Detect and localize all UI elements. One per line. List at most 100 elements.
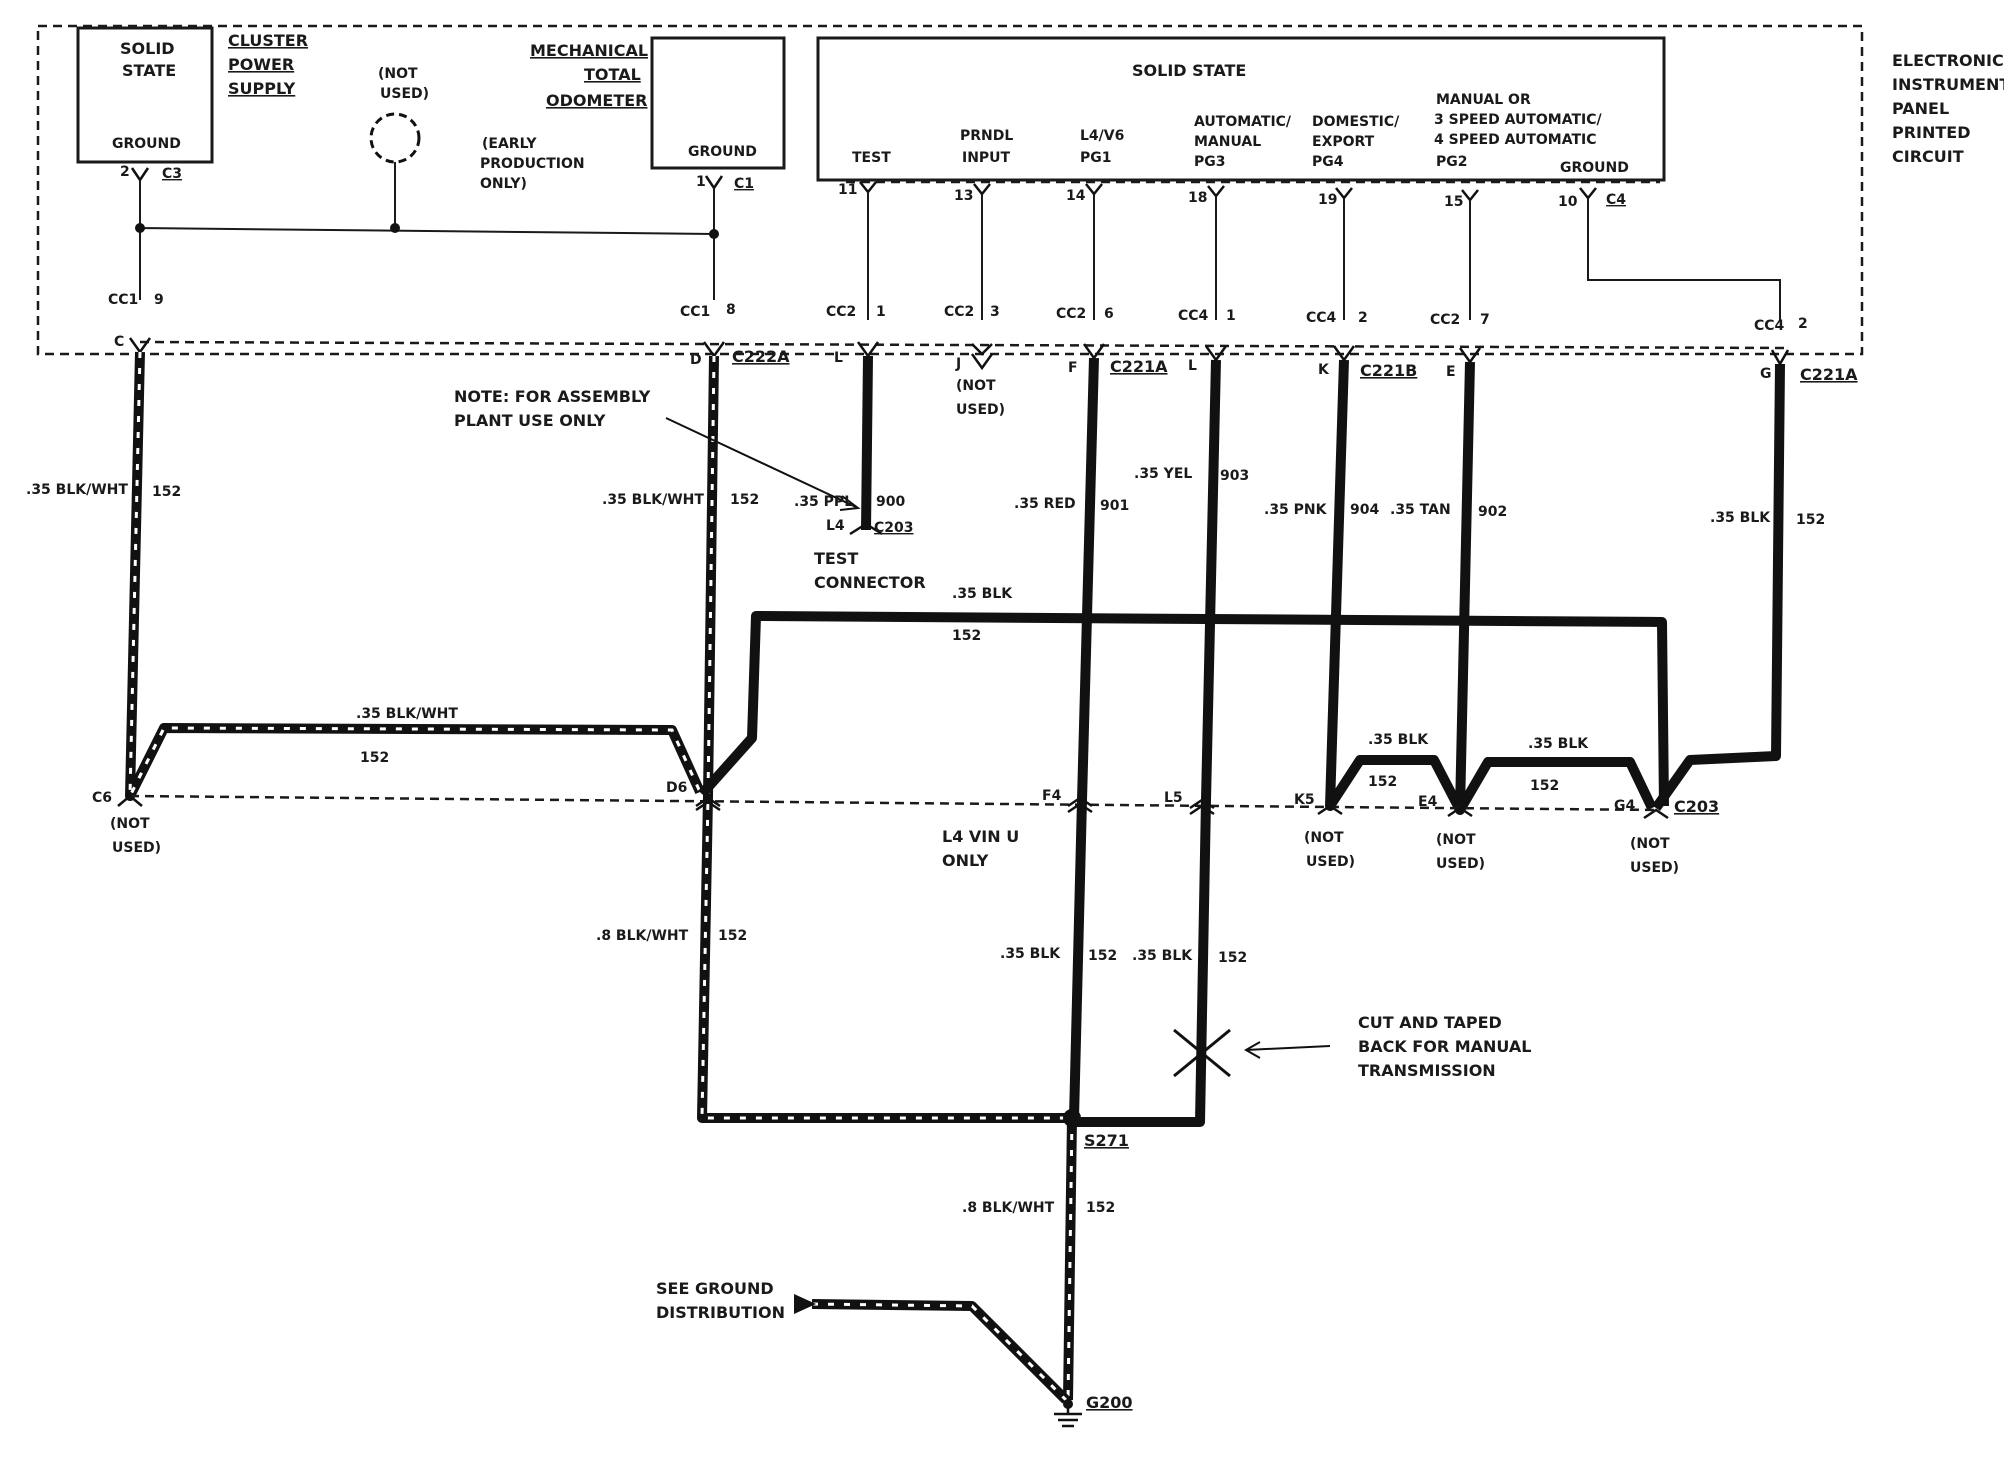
b1-gauge: .8 BLK/WHT [596,928,689,944]
early-3: ONLY) [480,176,527,192]
w4-gauge: .35 RED [1014,496,1076,512]
w6-num: 904 [1350,502,1379,518]
h3-gauge: .35 BLK [1368,732,1429,748]
power-supply-1: CLUSTER [228,31,308,50]
w8-num: 152 [1796,512,1825,528]
cc2-b-n: 3 [990,304,1000,320]
man-3: 4 SPEED AUTOMATIC [1434,132,1597,148]
mech-1: MECHANICAL [530,41,648,60]
solid-label-1: SOLID [120,39,175,58]
cc4-a: CC4 [1178,308,1209,324]
eip-4: PRINTED [1892,123,1971,142]
cut-note-3: TRANSMISSION [1358,1061,1496,1080]
e4-label: E4 [1418,794,1438,810]
internal-junction-2 [390,223,400,233]
cut-mark [1173,1028,1231,1078]
prndl-1: PRNDL [960,128,1013,144]
cut-note-2: BACK FOR MANUAL [1358,1037,1531,1056]
ground-note-2: DISTRIBUTION [656,1303,785,1322]
cc4-c-n: 2 [1798,316,1808,332]
g4-not-2: USED) [1630,860,1679,876]
g200-label: G200 [1086,1393,1133,1412]
pin-10-fork [1579,187,1597,201]
test-connector-1: TEST [814,549,858,568]
conn-j-not-1: (NOT [956,378,996,394]
cc4-b: CC4 [1306,310,1337,326]
k5-not-1: (NOT [1304,830,1344,846]
early-1: (EARLY [482,136,537,152]
cc1-a: CC1 [108,292,138,308]
pin-13: 13 [954,188,973,204]
man-1: MANUAL OR [1436,92,1531,108]
cc4-b-n: 2 [1358,310,1368,326]
cc4-a-n: 1 [1226,308,1236,324]
cc2-a-n: 1 [876,304,886,320]
wire-ground-feed [811,1299,1070,1404]
b3-gauge: .35 BLK [1132,948,1193,964]
g4-not-1: (NOT [1630,836,1670,852]
h1-num: 152 [952,628,981,644]
w6-gauge: .35 PNK [1264,502,1328,518]
h3-num: 152 [1368,774,1397,790]
cc4-c: CC4 [1754,318,1785,334]
w7-num: 902 [1478,504,1507,520]
conn-c221a-1: C221A [1110,357,1168,376]
h4-num: 152 [1530,778,1559,794]
cc2-c: CC2 [1056,306,1086,322]
k5-not-2: USED) [1306,854,1355,870]
conn-d: D [690,352,702,368]
wire-904 [1325,359,1465,813]
splice-s271 [1063,1109,1081,1127]
test-pin-l4: L4 [826,518,845,534]
pin-13-fork [973,183,991,197]
power-supply-2: POWER [228,55,294,74]
auto-3: PG3 [1194,154,1226,170]
conn-j: J [955,356,961,372]
lower-connector-rail [129,794,1661,812]
power-supply-3: SUPPLY [228,79,296,98]
wire-152-center-stripe [700,355,1072,1120]
pin-19: 19 [1318,192,1337,208]
pin-c3: C3 [162,166,182,182]
h2-num: 152 [360,750,389,766]
cut-arrow [1243,1041,1331,1059]
conn-c221a-2: C221A [1800,365,1858,384]
l4v6-1: L4/V6 [1080,128,1124,144]
pin-11-fork [859,181,877,195]
j-not-used-stub [970,353,994,371]
b1-num: 152 [718,928,747,944]
eip-1: ELECTRONIC [1892,51,2004,70]
wire-152-left [125,351,705,801]
wire-152-ground [1063,1117,1077,1401]
prndl-2: INPUT [962,150,1011,166]
internal-ground-bus [139,162,715,300]
test-connector-2: CONNECTOR [814,573,926,592]
w5-num: 903 [1220,468,1249,484]
pin-15: 15 [1444,194,1463,210]
cc2-c-n: 6 [1104,306,1114,322]
cc1-a-n: 9 [154,292,164,308]
pin-15-fork [1461,189,1479,203]
pin-1: 1 [696,174,706,190]
cc2-d-n: 7 [1480,312,1490,328]
wire-903 [1074,359,1221,1127]
b2-gauge: .35 BLK [1000,946,1061,962]
test-connector-end [849,522,883,536]
assembly-note-2: PLANT USE ONLY [454,411,606,430]
solid-state-main-box [816,36,1666,182]
w7-gauge: .35 TAN [1390,502,1451,518]
early-2: PRODUCTION [480,156,585,172]
cc2-d: CC2 [1430,312,1460,328]
b3-num: 152 [1218,950,1247,966]
eip-3: PANEL [1892,99,1949,118]
test-label: TEST [852,150,891,166]
w3-num: 900 [876,494,905,510]
c203-label: C203 [1674,797,1719,816]
solid-state-left-box [76,26,214,164]
pin-11: 11 [838,182,857,198]
wire-152-right [1651,363,1785,811]
man-4: PG2 [1436,154,1468,170]
dom-3: PG4 [1312,154,1344,170]
conn-k: K [1318,362,1330,378]
w1-num: 152 [152,484,181,500]
